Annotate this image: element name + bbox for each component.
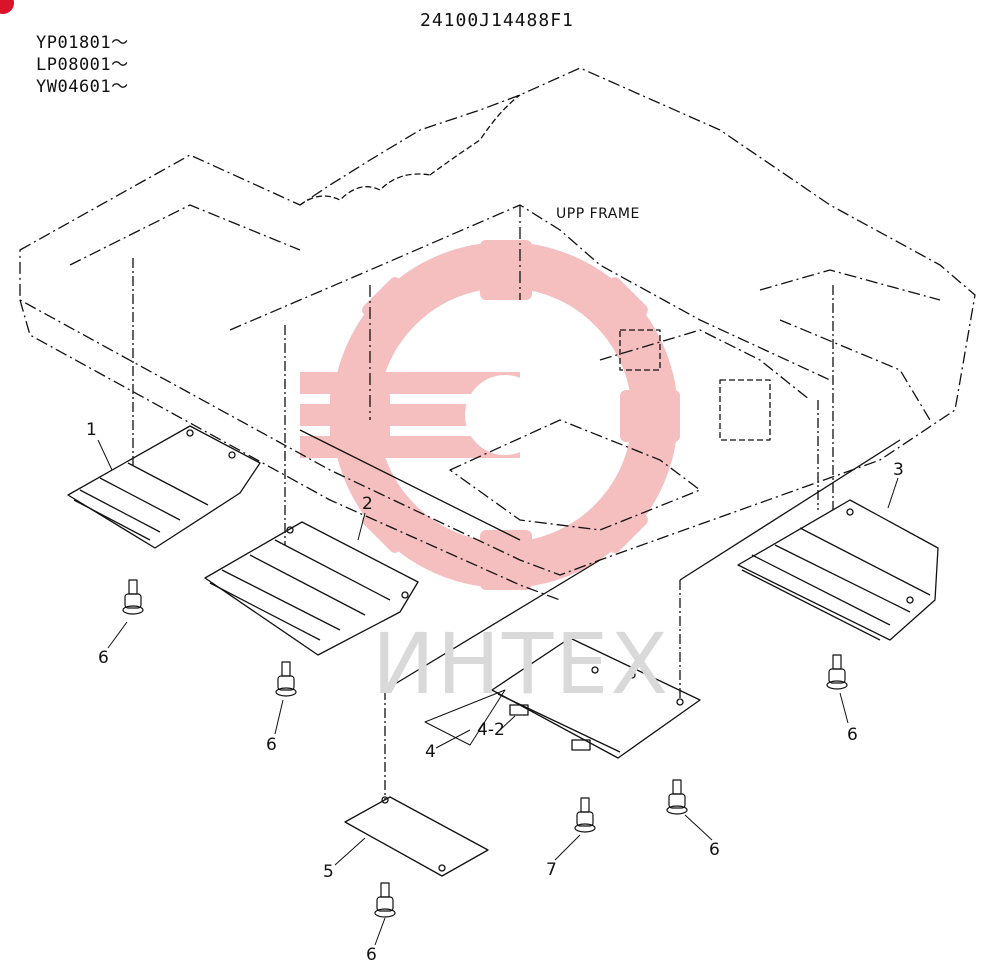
upper-frame-label: UPP FRAME (556, 206, 640, 222)
bolt-icon (374, 882, 396, 918)
serial-range-2: LP08001〜 (36, 55, 129, 75)
long-pointer-lines (299, 429, 901, 691)
watermark-gear-logo (300, 240, 680, 590)
callout-3: 3 (893, 460, 904, 480)
callout-1: 1 (86, 420, 97, 440)
bolt-icon (666, 779, 688, 815)
corner-red-mark (0, 0, 14, 14)
callout-2: 2 (362, 494, 373, 514)
callout-6: 6 (709, 840, 720, 860)
callout-6: 6 (847, 725, 858, 745)
cover-plate-5 (344, 796, 489, 877)
bolt-icon (122, 579, 144, 615)
callout-4-2: 4-2 (477, 720, 505, 740)
upper-frame-outline (19, 67, 976, 601)
serial-range-3: YW04601〜 (36, 77, 129, 97)
serial-range-1: YP01801〜 (36, 33, 129, 53)
watermark-text: ИНТЕХ (372, 615, 670, 713)
under-cover-plate-4 (424, 637, 701, 759)
bolt-icon (574, 797, 596, 833)
under-cover-plate-2 (204, 521, 419, 656)
under-cover-plate-1 (67, 425, 261, 549)
leader-lines (132, 258, 834, 800)
bolt-markers (122, 579, 848, 918)
upper-frame-cutouts (299, 94, 771, 441)
bolt-icon (826, 654, 848, 690)
callout-leaders (97, 439, 899, 946)
callout-6: 6 (266, 735, 277, 755)
under-cover-plate-3 (737, 499, 939, 641)
callout-6: 6 (366, 945, 377, 965)
callout-6: 6 (98, 648, 109, 668)
callout-5: 5 (323, 862, 334, 882)
callout-4: 4 (425, 742, 436, 762)
bolt-icon (275, 661, 297, 697)
callout-7: 7 (546, 860, 557, 880)
part-number: 24100J14488F1 (420, 10, 574, 31)
